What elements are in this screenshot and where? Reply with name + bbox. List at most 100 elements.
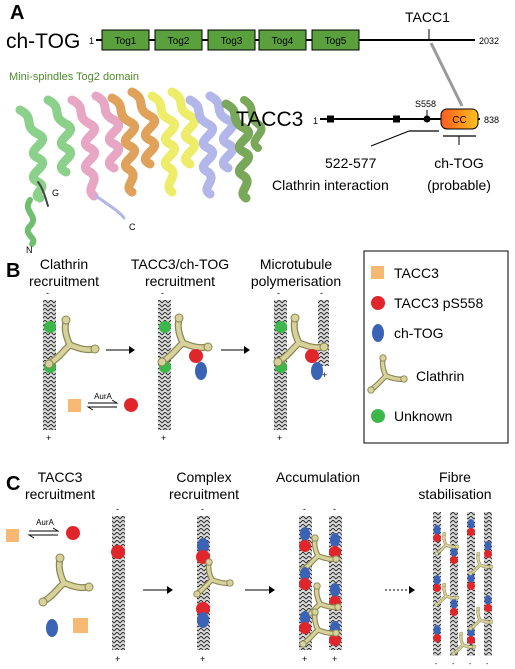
chtog-end: 2032 [479, 36, 499, 46]
chtog-label: ch-TOG [6, 30, 80, 53]
b-step2-line1: TACC3/ch-TOG [131, 256, 229, 272]
tog2-domain [154, 29, 203, 51]
b1-tacc3 [68, 399, 81, 412]
panel-c-letter: C [6, 473, 20, 495]
legend-unknown-label: Unknown [394, 408, 452, 424]
tog5-label: Tog5 [325, 36, 347, 47]
terminus-g-glyph: G [52, 188, 59, 198]
b-nascent-minus: - [320, 288, 323, 298]
b-mt2-plus: + [161, 433, 166, 443]
c-step2-line2: recruitment [169, 486, 239, 502]
legend-chtog-label: ch-TOG [394, 325, 444, 341]
tacc3-label: TACC3 [236, 108, 303, 131]
c2-ps558-bottom [196, 602, 210, 616]
c-mt3b-minus: - [333, 504, 336, 514]
b-mt3-plus: + [277, 433, 282, 443]
c4-fibre-plus-4: - [486, 661, 489, 668]
c-mt2-plus: + [200, 654, 205, 664]
c-step-arrow-3-head [409, 586, 415, 594]
tog1-label: Tog1 [115, 36, 137, 47]
c-microtubule-1 [112, 516, 125, 650]
b-step-arrow-2-head [244, 346, 250, 354]
tacc1-connector [429, 42, 464, 107]
c-step1-line1: TACC3 [38, 469, 83, 485]
c-step3-line1: Accumulation [276, 469, 360, 485]
c-mt2-minus: - [201, 504, 204, 514]
c-aura-reverse-arrow [27, 534, 58, 539]
clathrin-region-leader [370, 130, 410, 147]
c1-mt-ps558 [111, 545, 125, 559]
tog-domains: Tog1 Tog2 Tog3 Tog4 Tog5 [101, 29, 360, 51]
c4-fibre-plus-2: - [452, 661, 455, 668]
c2-chtog-bottom [197, 612, 209, 628]
c-aura-forward-arrow [29, 527, 60, 532]
clathrin-range: 522-577 [325, 155, 377, 171]
b-aura-forward-arrow [88, 399, 119, 404]
c-step2-line1: Complex [176, 469, 231, 485]
c-step4-line1: Fibre [439, 469, 471, 485]
c-mt3a-plus: + [302, 654, 307, 664]
structure-title: Mini-spindles Tog2 domain [9, 71, 139, 83]
legend-clathrin-label: Clathrin [416, 368, 464, 384]
legend-unknown-icon [371, 409, 385, 423]
b3-unknown-top [275, 321, 287, 333]
b-nascent-microtubule [318, 300, 329, 366]
tog2-structure [15, 87, 266, 247]
b1-unknown-top [44, 321, 56, 333]
b-step1-line2: recruitment [29, 273, 99, 289]
b-aura-label: AurA [94, 392, 112, 401]
tog1-domain [101, 29, 150, 51]
b1-ps558 [124, 398, 138, 412]
tog4-domain [258, 29, 307, 51]
chtog-probable-line1: ch-TOG [434, 155, 484, 171]
c-aura-label: AurA [36, 518, 54, 527]
legend-box [363, 250, 509, 444]
c4-fibre-plus-3: - [469, 661, 472, 668]
s558-site [423, 115, 431, 123]
c-mt1-minus: - [116, 504, 119, 514]
panel-a-letter: A [10, 2, 24, 24]
tog2-label: Tog2 [168, 36, 190, 47]
legend-tacc3-label: TACC3 [394, 265, 439, 281]
tacc3-marker-2 [393, 115, 400, 123]
c4-fibre-bundle [433, 512, 495, 657]
tog3-label: Tog3 [221, 36, 243, 47]
chtog-probable-line2: (probable) [427, 177, 491, 193]
b3-chtog [311, 362, 323, 380]
c-mt1-plus: + [115, 654, 120, 664]
chtog-start: 1 [89, 36, 94, 46]
c3-complexes [299, 527, 341, 647]
b-nascent-plus: + [322, 370, 327, 380]
c-mt3b-plus: + [332, 654, 337, 664]
tog4-label: Tog4 [272, 36, 294, 47]
tog3-domain [207, 29, 256, 51]
c-step1-line2: recruitment [25, 486, 95, 502]
cc-label: CC [452, 115, 466, 126]
c1-tacc3 [6, 529, 19, 542]
cc-domain [440, 108, 479, 130]
b-mt1-minus: - [46, 288, 49, 298]
b-aura-reverse-arrow [86, 406, 117, 411]
c-step-arrow-1-head [167, 586, 173, 594]
legend-chtog-icon [372, 324, 384, 342]
c-mt3a-minus: - [303, 504, 306, 514]
legend-ps558-icon [371, 296, 385, 310]
b3-ps558 [305, 349, 319, 363]
b-step3-line2: polymerisation [251, 273, 341, 289]
s558-label: S558 [415, 99, 436, 109]
b2-chtog [195, 362, 207, 380]
c2-chtog-top [197, 538, 209, 554]
c4-fibre-plus-1: - [435, 661, 438, 668]
c1-chtog [46, 619, 58, 637]
b-step-arrow-1-head [129, 346, 135, 354]
c1-tacc3-free [73, 618, 88, 633]
c1-ps558 [66, 526, 80, 540]
tog5-domain [311, 29, 360, 51]
legend-ps558-label: TACC3 pS558 [394, 295, 483, 311]
tacc3-marker-1 [327, 115, 334, 123]
b2-unknown-top [159, 321, 171, 333]
legend-tacc3-icon [371, 266, 384, 279]
b-step1-line1: Clathrin [40, 256, 88, 272]
c1-clathrin [39, 554, 93, 606]
